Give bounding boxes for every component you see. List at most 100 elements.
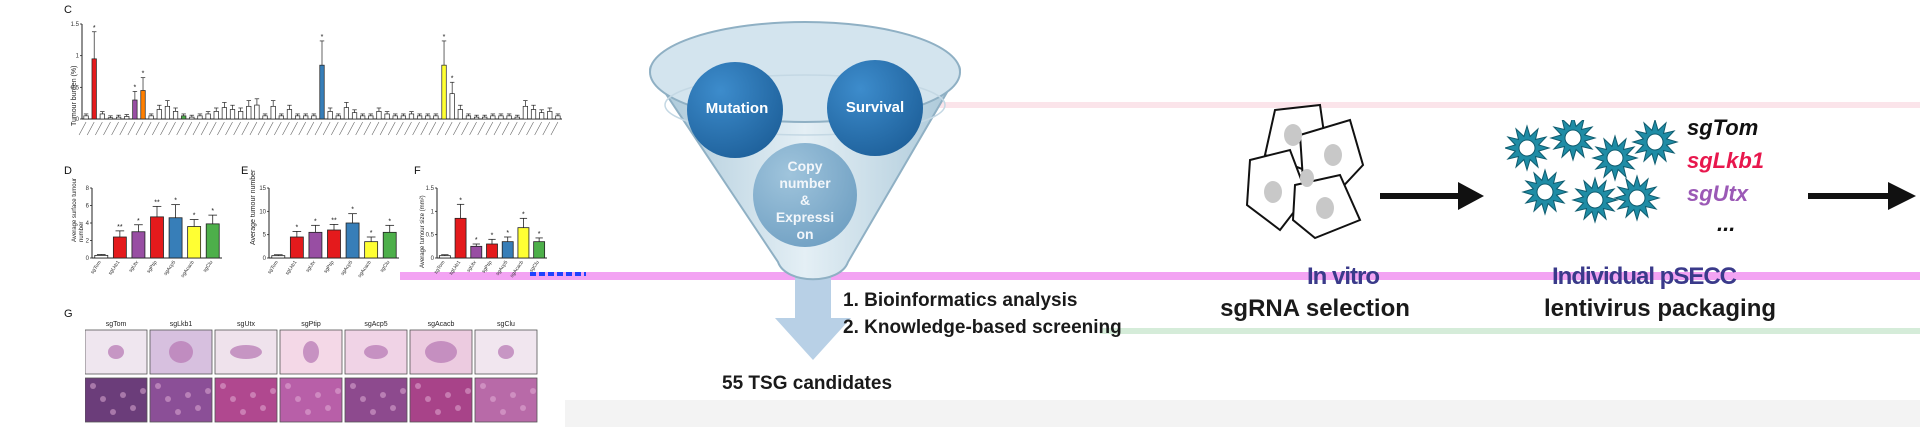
bar [205, 113, 211, 120]
category-label: sgUtx [128, 259, 141, 273]
category-label-mark [542, 121, 551, 136]
significance-mark: * [522, 211, 525, 218]
category-label: sgAcp5 [495, 260, 510, 277]
stage1-title: In vitro [1307, 263, 1380, 290]
category-label-mark [534, 121, 542, 136]
y-tick-label: 1 [431, 209, 435, 215]
category-label-mark [314, 121, 323, 136]
bar [140, 90, 146, 120]
bar [94, 254, 109, 259]
tumour-blob [364, 345, 388, 359]
survival-label: Survival [845, 99, 905, 116]
bar [262, 115, 268, 120]
category-label-mark [453, 121, 461, 136]
tissue-texture [165, 396, 171, 402]
copy-number-line-5: on [796, 226, 814, 242]
y-tick-label: 0.5 [426, 233, 435, 239]
category-label-mark [257, 121, 266, 136]
tissue-texture [335, 388, 341, 394]
copy-number-bubble [753, 143, 857, 247]
tissue-texture [185, 392, 191, 398]
y-tick-label: 10 [259, 209, 266, 215]
bar [465, 115, 472, 120]
lentivirus-core [1586, 191, 1604, 209]
category-label-mark [217, 121, 225, 136]
tissue-texture [415, 383, 421, 389]
significance-mark: * [193, 213, 196, 220]
bar [384, 113, 390, 120]
sg-list-item: sgLkb1 [1687, 148, 1765, 173]
tissue-texture [520, 405, 526, 411]
category-label: sgClu [379, 260, 391, 274]
y-tick-label: 6 [86, 204, 90, 210]
y-tick-label: 0.5 [71, 85, 80, 91]
bar [345, 222, 360, 259]
category-label: sgLkb1 [448, 260, 462, 277]
significance-mark: * [538, 231, 541, 238]
bar [382, 231, 397, 259]
tissue-texture [445, 392, 451, 398]
bar [187, 226, 202, 259]
bar [449, 93, 455, 120]
category-label-mark [290, 121, 298, 136]
bar [482, 116, 488, 120]
category-label-mark [265, 121, 274, 136]
bar [498, 115, 504, 120]
blue-marker-strip [530, 272, 586, 276]
tumour-blob [108, 345, 124, 359]
category-label-mark [469, 121, 477, 136]
category-label-mark [176, 121, 184, 136]
bar [156, 109, 162, 120]
tissue-texture [390, 405, 396, 411]
category-label: sgPtip [323, 260, 336, 275]
category-label-mark [371, 121, 380, 136]
cell-cluster-icon [1245, 103, 1365, 240]
tissue-texture [315, 392, 321, 398]
bar [150, 216, 164, 259]
category-label: sgClu [202, 260, 214, 274]
category-label-mark [412, 121, 420, 136]
category-label-mark [282, 121, 290, 136]
category-label-mark [127, 121, 136, 136]
bar [112, 236, 127, 259]
category-label-mark [249, 121, 258, 136]
chart-f: 00.511.5sgTom*sgLkb1*sgUtx*sgPtip*sgAcp5… [426, 186, 547, 279]
significance-mark: ** [117, 224, 123, 231]
stage2-title: Individual pSECC [1552, 263, 1737, 290]
bar [364, 241, 379, 259]
bar [289, 236, 304, 259]
bar [221, 107, 227, 120]
step-1: 1. Bioinformatics analysis [843, 290, 1078, 311]
magenta-band [400, 272, 1920, 280]
category-label-mark [526, 121, 534, 136]
tissue-texture [250, 392, 256, 398]
bar [555, 115, 561, 120]
panel-label-g: G [64, 308, 73, 320]
funnel-rim-inner [664, 74, 946, 136]
bar [501, 241, 514, 259]
bar [425, 115, 431, 120]
lentivirus-core [1646, 133, 1664, 151]
bar [517, 227, 530, 259]
y-tick-label: 4 [86, 221, 90, 227]
histology-label: sgClu [497, 321, 515, 328]
y-tick-label: 0 [86, 256, 90, 262]
bar [168, 217, 183, 259]
significance-mark: * [459, 197, 462, 204]
significance-mark: ** [154, 199, 160, 206]
panel-label-e: E [241, 165, 249, 177]
category-label-mark [86, 121, 95, 136]
category-label-mark [428, 121, 437, 136]
significance-mark: ** [331, 217, 337, 224]
category-label: sgPtip [481, 260, 494, 275]
bar [454, 217, 467, 259]
category-label-mark [493, 121, 502, 136]
tissue-texture [510, 392, 516, 398]
category-label-mark [355, 121, 363, 136]
bar [438, 255, 451, 259]
category-label-mark [501, 121, 510, 136]
tissue-texture [370, 409, 376, 415]
bar [189, 116, 195, 120]
bar [400, 115, 406, 120]
category-label-mark [404, 121, 412, 136]
